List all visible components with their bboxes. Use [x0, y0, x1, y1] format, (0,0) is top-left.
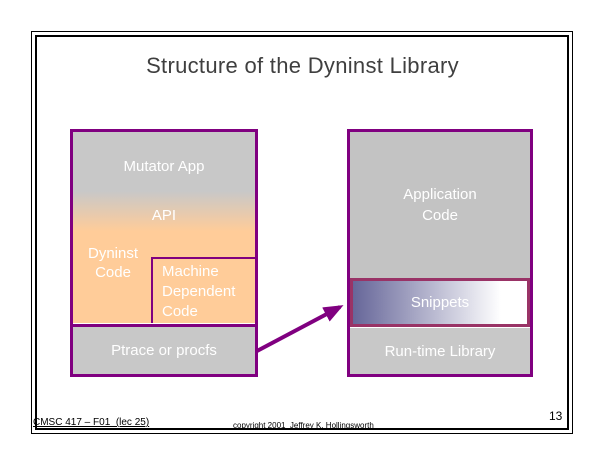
application-code-label: Application Code — [403, 186, 477, 224]
application-process-box: Application Code Snippets Run-time Libra… — [347, 129, 533, 377]
footer-copyright-label: copyright 2001 Jeffrey K. Hollingsworth — [233, 421, 374, 430]
snippets-label: Snippets — [410, 294, 470, 311]
slide-frame-outer — [31, 31, 573, 434]
ptrace-label: Ptrace or procfs — [111, 342, 217, 359]
mutator-gradient-region: Mutator App API Dyninst Code Machine Dep… — [73, 132, 255, 323]
page-number: 13 — [549, 409, 563, 423]
snippets-box: Snippets — [350, 278, 530, 327]
runtime-library-label: Run-time Library — [384, 342, 496, 360]
ptrace-section: Ptrace or procfs — [73, 324, 255, 374]
machine-dependent-code-label: Machine Dependent Code — [162, 263, 236, 320]
mutator-app-label: Mutator App — [123, 158, 205, 175]
runtime-library-section: Run-time Library — [350, 328, 530, 374]
footer-course-label: CMSC 417 – F01 (lec 25) — [33, 417, 150, 428]
page-title: Structure of the Dyninst Library — [146, 53, 459, 78]
mutator-process-box: Mutator App API Dyninst Code Machine Dep… — [70, 129, 258, 377]
application-code-section: Application Code — [350, 132, 530, 278]
slide-frame-inner — [35, 35, 569, 430]
api-label: API — [151, 207, 177, 224]
machine-dependent-code-box: Machine Dependent Code — [151, 257, 255, 323]
dyninst-code-label: Dyninst Code — [87, 245, 139, 281]
